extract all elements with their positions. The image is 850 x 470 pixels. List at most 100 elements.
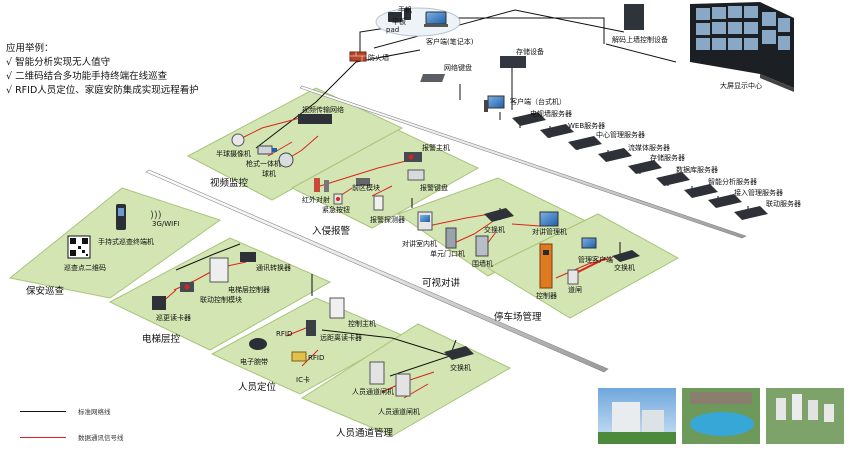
zone-access-label: 人员通道管理: [336, 427, 394, 439]
phone-icon: [404, 8, 411, 20]
switch-icon: [484, 208, 514, 222]
zone-personnel-label: 人员定位: [238, 381, 277, 393]
detector-label: 报警探测器: [370, 215, 405, 224]
indoor-unit-label: 对讲室内机: [402, 239, 437, 248]
ic-card-icon: [291, 351, 307, 362]
infrared-label: 红外对射: [302, 195, 330, 204]
link-server-icon: [734, 206, 768, 220]
analysis-server-icon: [684, 184, 718, 198]
intercom-manager-icon: [539, 211, 559, 227]
link-server-label: 联动服务器: [766, 199, 801, 208]
legend-network-label: 标准网络线: [78, 408, 111, 416]
comm-converter-icon: [240, 252, 256, 262]
zone-patrol-area: [8, 187, 222, 299]
bracelet-icon: [249, 338, 267, 350]
switch-label: 交换机: [484, 225, 505, 234]
storage-device-icon: [500, 56, 526, 68]
tv-wall-server-label: 电视墙服务器: [530, 109, 572, 118]
tablet-label: 平板: [392, 17, 406, 26]
upper-bus: [299, 85, 747, 239]
ctrl-host-label: 控制主机: [348, 319, 376, 328]
handheld-terminal-icon: [116, 204, 126, 230]
parking-switch-label: 交换机: [614, 263, 635, 272]
storage-server-label: 存储服务器: [650, 153, 685, 162]
web-server-icon: [540, 124, 574, 138]
qrcode-label: 巡查点二维码: [64, 263, 106, 272]
handheld-label: 手持式巡查终端机: [98, 237, 154, 246]
front-module-label: 前区模块: [352, 183, 380, 192]
transmitter-icon: [298, 114, 332, 124]
legend-network: 标准网络线: [20, 398, 124, 424]
firewall-label: 防火墙: [368, 53, 389, 62]
application-title: 应用举例：: [6, 43, 54, 54]
dome-camera-icon: [278, 152, 294, 168]
rfid-label-2: RFID: [308, 354, 324, 362]
client-laptop-label: 客户端(笔记本): [426, 37, 474, 46]
access-server-icon: [708, 194, 742, 208]
firewall-icon: [349, 51, 367, 62]
rfid-label-1: RFID: [276, 330, 292, 338]
alarm-keyboard-icon: [407, 169, 425, 181]
access-switch-label: 交换机: [450, 363, 471, 372]
ic-card-label: IC卡: [296, 375, 310, 384]
client-desktop-icon: [487, 95, 505, 109]
application-item-3: √ RFID人员定位、家庭安防集成实现远程看护: [6, 85, 199, 96]
unit-door-label: 单元门口机: [430, 249, 465, 258]
alarm-keyboard-label: 报警键盘: [420, 183, 448, 192]
storage-label: 存储设备: [516, 47, 544, 56]
unit-door-icon: [445, 227, 457, 249]
lower-bus: [145, 169, 609, 373]
panic-label: 紧急按钮: [322, 205, 350, 214]
gate2-icon: [395, 373, 411, 397]
zone-parking-label: 停车场管理: [494, 311, 542, 323]
gate1-icon: [369, 361, 385, 385]
video-wall: [690, 2, 794, 92]
long-reader-label: 远距离读卡器: [320, 333, 362, 342]
wall-unit-label: 围墙机: [472, 259, 493, 268]
center-server-icon: [568, 136, 602, 150]
wifi-label: 3G/WIFI: [152, 220, 179, 228]
device-labels: 手机 pad 平板 客户端(笔记本) 防火墙 存储设备 网络键盘 解码上墙控制设…: [64, 5, 801, 416]
zone-intercom-label: 可视对讲: [422, 277, 461, 289]
zone-labels: 视频监控 入侵报警 可视对讲 停车场管理 保安巡查 电梯层控 人员定位 人员通道…: [26, 177, 542, 439]
access-zone-devices: [369, 346, 474, 397]
gate1-label: 人员通道闸机: [352, 387, 394, 396]
legend: 标准网络线 数据通讯信号线: [20, 398, 124, 450]
barrier-label: 道闸: [568, 285, 582, 294]
laptop-icon: [425, 11, 447, 25]
photo-building: [598, 388, 676, 444]
wall-unit-icon: [475, 235, 489, 257]
db-server-label: 数据库服务器: [676, 165, 718, 174]
parking-zone-devices: [539, 237, 640, 289]
big-screen-label: 大屏显示中心: [720, 81, 762, 90]
tablet-icon: [388, 12, 402, 22]
link-module-label: 联动控制模块: [200, 295, 242, 304]
patrol-zone-devices: ))): [67, 204, 162, 259]
parking-switch-icon: [612, 250, 640, 262]
tv-wall-server-icon: [512, 112, 546, 126]
intercom-zone-devices: [417, 208, 559, 257]
elevator-ctrl-label: 电梯层控制器: [228, 285, 270, 294]
server-stack: [512, 112, 768, 220]
mgmt-client-label: 管理客户端: [578, 255, 613, 264]
elevator-controller-icon: [209, 257, 229, 283]
control-host-icon: [329, 297, 345, 319]
hemisphere-label: 半球摄像机: [216, 149, 251, 158]
phone-label: 手机: [398, 5, 412, 14]
cloud-devices: [349, 7, 461, 62]
comm-converter-label: 通讯转换器: [256, 263, 291, 272]
stream-server-icon: [598, 148, 632, 162]
hemisphere-camera-icon: [231, 133, 245, 147]
application-item-2: √ 二维码结合多功能手持终端在线巡查: [6, 71, 168, 82]
front-module-icon: [356, 178, 370, 186]
gate2-label: 人员通道闸机: [378, 407, 420, 416]
mgmt-client-icon: [581, 237, 597, 249]
intrusion-zone-devices: [314, 152, 425, 211]
zone-intrusion-label: 入侵报警: [312, 225, 351, 237]
intercom-mgr-label: 对讲管理机: [532, 227, 567, 236]
legend-signal-label: 数据通讯信号线: [78, 434, 124, 442]
client-desktop-label: 客户端（台式机）: [510, 97, 566, 106]
dome-label: 球机: [262, 169, 276, 178]
pad-label: pad: [386, 26, 399, 34]
photo-pool: [682, 388, 760, 444]
